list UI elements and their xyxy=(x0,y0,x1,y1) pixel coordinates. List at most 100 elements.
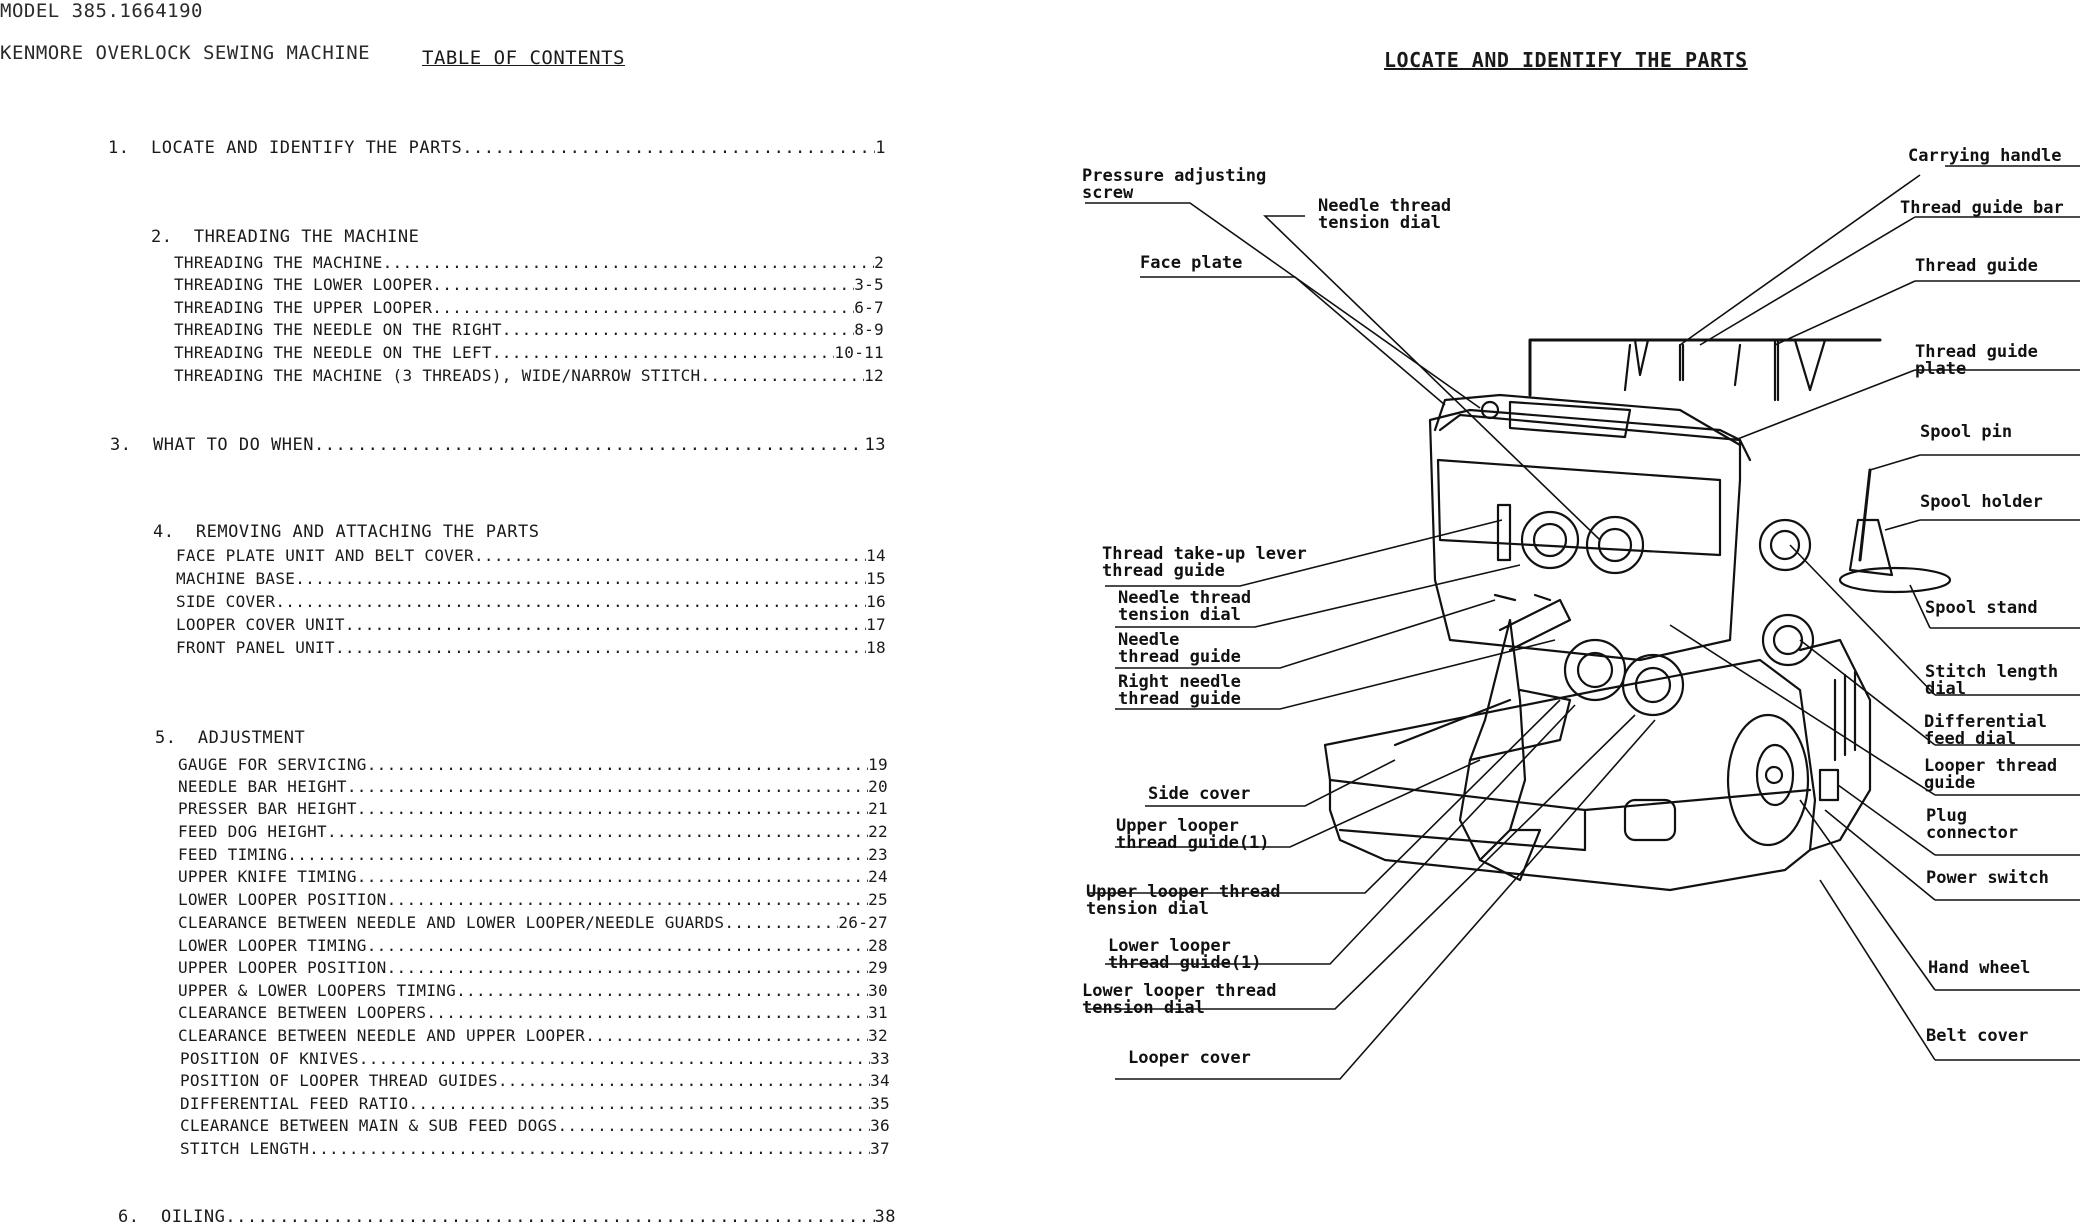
toc-entry[interactable]: CLEARANCE BETWEEN LOOPERS31 xyxy=(178,1003,888,1022)
toc-entry[interactable]: CLEARANCE BETWEEN NEEDLE AND UPPER LOOPE… xyxy=(178,1026,888,1045)
model-line: MODEL 385.1664190 xyxy=(0,0,203,22)
section-number: 5. xyxy=(154,728,177,748)
upper-tension-dials xyxy=(1520,510,1645,575)
spool-pin xyxy=(1858,468,1872,562)
section-number: 3. xyxy=(110,435,132,455)
toc-entry[interactable]: LOWER LOOPER POSITION25 xyxy=(178,890,888,909)
label-side-cover: Side cover xyxy=(1148,784,1251,804)
label-thread-guide-bar: Thread guide bar xyxy=(1900,198,2064,218)
differential-feed-dial xyxy=(1761,613,1815,667)
label-hand-wheel: Hand wheel xyxy=(1928,958,2031,978)
toc-section-6[interactable]: 6. OILING 38 xyxy=(118,1207,896,1227)
label-thread-guide: Thread guide xyxy=(1915,256,2038,276)
toc-entry[interactable]: POSITION OF LOOPER THREAD GUIDES34 xyxy=(180,1071,890,1090)
toc-entry[interactable]: UPPER & LOWER LOOPERS TIMING30 xyxy=(178,981,888,1000)
plug-connector xyxy=(1818,768,1840,802)
toc-entry[interactable]: UPPER KNIFE TIMING24 xyxy=(178,867,888,886)
label-stitch-length-dial: Stitch length dial xyxy=(1925,662,2059,699)
carrying-handle xyxy=(1433,393,1742,447)
toc-section-1[interactable]: 1. LOCATE AND IDENTIFY THE PARTS 1 xyxy=(108,138,886,158)
label-lower-looper-thread-guide: Lower looper thread guide(1) xyxy=(1108,936,1262,973)
section-number: 2. xyxy=(150,227,173,247)
toc-page: MODEL 385.1664190 KENMORE OVERLOCK SEWIN… xyxy=(0,0,1040,1227)
toc-title: TABLE OF CONTENTS xyxy=(422,47,625,69)
toc-entry[interactable]: FACE PLATE UNIT AND BELT COVER14 xyxy=(176,546,886,565)
label-thread-take-up-lever-guide: Thread take-up lever thread guide xyxy=(1102,544,1307,581)
label-face-plate: Face plate xyxy=(1140,253,1243,273)
toc-entry[interactable]: FEED DOG HEIGHT22 xyxy=(178,822,888,841)
label-differential-feed-dial: Differential feed dial xyxy=(1924,712,2047,749)
section-title: WHAT TO DO WHEN xyxy=(152,435,314,455)
label-right-needle-thread-guide: Right needle thread guide xyxy=(1118,672,1241,709)
toc-entry[interactable]: FRONT PANEL UNIT18 xyxy=(176,638,886,657)
spool-holder xyxy=(1848,518,1894,577)
toc-entry[interactable]: STITCH LENGTH37 xyxy=(180,1139,890,1158)
toc-section-2[interactable]: 2. THREADING THE MACHINE xyxy=(108,207,419,267)
label-thread-guide-plate: Thread guide plate xyxy=(1915,342,2038,379)
toc-entry[interactable]: NEEDLE BAR HEIGHT20 xyxy=(178,777,888,796)
label-carrying-handle: Carrying handle xyxy=(1908,146,2062,166)
toc-entry[interactable]: LOWER LOOPER TIMING28 xyxy=(178,936,888,955)
toc-entry[interactable]: LOOPER COVER UNIT17 xyxy=(176,615,886,634)
section-number: 6. xyxy=(118,1207,140,1227)
label-looper-cover: Looper cover xyxy=(1128,1048,1251,1068)
stitch-length-dial xyxy=(1758,518,1812,572)
toc-entry[interactable]: THREADING THE NEEDLE ON THE RIGHT8-9 xyxy=(174,320,884,339)
toc-entry[interactable]: CLEARANCE BETWEEN NEEDLE AND LOWER LOOPE… xyxy=(178,913,888,932)
label-needle-thread-tension-dial: Needle thread tension dial xyxy=(1118,588,1252,625)
machine-bed xyxy=(1323,658,1817,892)
looper-cover-panel xyxy=(1328,778,1587,852)
toc-entry[interactable]: FEED TIMING23 xyxy=(178,845,888,864)
toc-entry[interactable]: SIDE COVER16 xyxy=(176,592,886,611)
section-page: 1 xyxy=(875,138,886,158)
leader-lines xyxy=(1085,165,2080,1080)
spool-stand xyxy=(1838,566,1952,594)
toc-entry[interactable]: THREADING THE MACHINE2 xyxy=(174,253,884,272)
machine-body xyxy=(1428,408,1742,662)
toc-entry[interactable]: POSITION OF KNIVES33 xyxy=(180,1049,890,1068)
label-upper-looper-thread-guide: Upper looper thread guide(1) xyxy=(1116,816,1270,853)
thread-guide-bar xyxy=(1528,338,1882,397)
toc-entry[interactable]: DIFFERENTIAL FEED RATIO35 xyxy=(180,1094,890,1113)
belt-cover xyxy=(1798,638,1872,852)
machine-line: KENMORE OVERLOCK SEWING MACHINE xyxy=(0,42,371,64)
toc-entry[interactable]: THREADING THE NEEDLE ON THE LEFT10-11 xyxy=(174,343,884,362)
section-page: 38 xyxy=(874,1207,896,1227)
toc-section-3[interactable]: 3. WHAT TO DO WHEN 13 xyxy=(110,435,886,455)
section-title: LOCATE AND IDENTIFY THE PARTS xyxy=(150,138,463,158)
toc-entry[interactable]: GAUGE FOR SERVICING19 xyxy=(178,755,888,774)
toc-entry[interactable]: MACHINE BASE15 xyxy=(176,569,886,588)
toc-entry[interactable]: THREADING THE LOWER LOOPER3-5 xyxy=(174,275,884,294)
section-page: 13 xyxy=(864,435,886,455)
label-plug-connector: Plug connector xyxy=(1926,806,2019,843)
toc-section-5[interactable]: 5. ADJUSTMENT xyxy=(112,708,305,768)
label-lower-looper-thread-tension-dial: Lower looper thread tension dial xyxy=(1082,981,1277,1018)
label-needle-thread-tension-dial-top: Needle thread tension dial xyxy=(1318,196,1452,233)
section-title: THREADING THE MACHINE xyxy=(193,227,420,247)
section-number: 4. xyxy=(152,522,175,542)
toc-entry[interactable]: THREADING THE UPPER LOOPER6-7 xyxy=(174,298,884,317)
section-title: REMOVING AND ATTACHING THE PARTS xyxy=(195,522,540,542)
label-spool-stand: Spool stand xyxy=(1925,598,2038,618)
section-title: OILING xyxy=(160,1207,226,1227)
toc-entry[interactable]: THREADING THE MACHINE (3 THREADS), WIDE/… xyxy=(174,366,884,385)
section-number: 1. xyxy=(108,138,130,158)
toc-section-4[interactable]: 4. REMOVING AND ATTACHING THE PARTS xyxy=(110,502,539,562)
diagram-title: LOCATE AND IDENTIFY THE PARTS xyxy=(1384,48,1748,72)
toc-entry[interactable]: CLEARANCE BETWEEN MAIN & SUB FEED DOGS36 xyxy=(180,1116,890,1135)
front-panel xyxy=(1436,458,1722,557)
toc-entry[interactable]: UPPER LOOPER POSITION29 xyxy=(178,958,888,977)
lower-tension-dials xyxy=(1563,638,1685,717)
toc-entry[interactable]: PRESSER BAR HEIGHT21 xyxy=(178,799,888,818)
label-spool-pin: Spool pin xyxy=(1920,422,2013,442)
sewing-machine-illustration xyxy=(1085,165,2080,1080)
base-slot xyxy=(1623,798,1677,842)
take-up-lever xyxy=(1496,503,1512,562)
label-upper-looper-thread-tension-dial: Upper looper thread tension dial xyxy=(1086,882,1281,919)
label-spool-holder: Spool holder xyxy=(1920,492,2043,512)
label-pressure-adjusting-screw: Pressure adjusting screw xyxy=(1082,166,1267,203)
label-looper-thread-guide: Looper thread guide xyxy=(1924,756,2058,793)
hand-wheel xyxy=(1726,713,1810,847)
label-needle-thread-guide: Needle thread guide xyxy=(1118,630,1241,667)
label-belt-cover: Belt cover xyxy=(1926,1026,2029,1046)
